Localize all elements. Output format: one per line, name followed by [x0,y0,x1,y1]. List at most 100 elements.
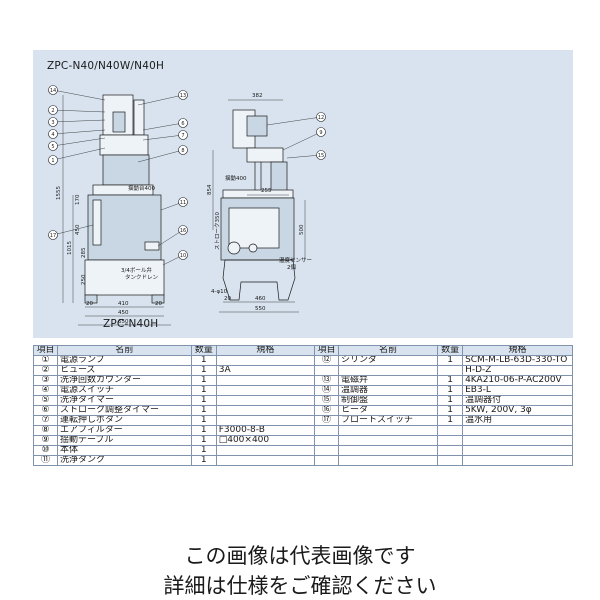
cell-no-r: ⑮ [314,395,339,406]
callout-bubble [316,112,326,122]
cell-no-r: ⑬ [314,375,339,386]
cell-name-r: 温調器 [337,385,439,396]
cell-qty-r [437,455,464,466]
dim-total-height: 1555 [56,186,62,200]
callout-leader [52,147,106,161]
callout-number: 2 [51,108,54,114]
dim-1015: 1015 [67,241,73,255]
cell-name-l: 電源スイッチ [56,385,192,396]
cell-no-r [314,455,339,466]
cell-qty-r: 1 [437,355,464,366]
dim-250: 250 [81,274,87,285]
header-name-left: 名前 [56,345,192,356]
callout-bubble [178,250,188,260]
cell-spec-l: 3A [215,365,316,376]
callout-number: 11 [180,200,186,206]
label-sensor: 温度センサー [279,256,312,264]
cell-no-r: ⑰ [314,415,339,426]
dim-w20b: 20 [155,301,162,307]
cell-qty-l: 1 [190,375,217,386]
callout-bubble [48,117,58,127]
header-qty-right: 数量 [437,345,464,356]
technical-drawing: 1555 1015 450 170 285 250 20 410 20 450 … [48,85,326,326]
cell-no-l: ④ [33,385,58,396]
control-panel-side [246,115,268,137]
callout-bubble [48,129,58,139]
dim-side-460: 460 [255,296,266,302]
cell-spec-l [215,455,316,466]
cell-no-l: ⑪ [33,455,58,466]
cell-no-r [314,365,339,376]
cell-qty-r [437,425,464,436]
callout-number: 15 [318,153,324,159]
cell-spec-l: □400×400 [215,435,316,446]
callout-number: 9 [319,130,322,136]
cell-no-l: ③ [33,375,58,386]
cell-qty-r [437,365,464,376]
cell-qty-r: 1 [437,395,464,406]
dim-side-500: 500 [299,224,305,235]
cell-name-l: 電源ランプ [56,355,192,366]
cell-name-l: 運転押しボタン [56,415,192,426]
dim-side-20: 20 [224,296,231,302]
callout-leader [266,116,322,126]
callout-number: 12 [318,115,324,121]
cell-no-l: ① [33,355,58,366]
cell-qty-r [437,445,464,456]
cell-qty-l: 1 [190,455,217,466]
side-callouts: 12 9 15 [266,112,326,160]
cell-spec-r [462,425,573,436]
header-qty-left: 数量 [190,345,217,356]
callout-leader [142,134,184,141]
cell-name-l: 揺動テーブル [56,435,192,446]
dim-285: 285 [81,247,87,258]
technical-drawing-panel: 1555 1015 450 170 285 250 20 410 20 450 … [33,50,573,338]
callout-number: 14 [50,88,56,94]
cell-name-l: 洗浄回数カウンター [56,375,192,386]
dim-side-255: 255 [261,188,272,194]
dim-w650: 650 [118,319,129,325]
callout-leader [137,149,184,163]
header-name-right: 名前 [337,345,439,356]
callout-bubble [178,225,188,235]
callout-leader [157,229,184,247]
cell-spec-l [215,375,316,386]
cylinder-front [133,99,145,136]
cell-no-l: ⑦ [33,415,58,426]
cell-name-l: 本体 [56,445,192,456]
callout-leader [52,119,106,123]
callout-leader [142,122,184,131]
cell-no-l: ② [33,365,58,376]
cell-name-r [337,435,439,446]
cell-spec-l: F3000-8-B [215,425,316,436]
disclaimer-line-2: 詳細は仕様をご確認ください [163,574,437,598]
callout-number: 10 [180,253,186,259]
header-no-left: 項目 [33,345,58,356]
label-drain: 3/4ボール弁 [121,266,152,274]
cell-no-l: ⑥ [33,405,58,416]
cell-qty-l: 1 [190,365,217,376]
disclaimer-line-1: この画像は代表画像です [184,544,416,568]
callout-number: 7 [181,133,184,139]
cell-spec-r: 4KA210-06-P-AC200V [462,375,573,386]
cell-no-l: ⑩ [33,445,58,456]
cell-qty-l: 1 [190,385,217,396]
cell-spec-l [215,355,316,366]
cell-qty-r: 1 [437,375,464,386]
callout-leader [286,154,322,159]
callout-leader [52,89,106,101]
label-drain2: タンクドレン [125,273,159,281]
dim-side-stroke: ストローク350 [214,212,221,250]
cell-qty-r: 1 [437,405,464,416]
callout-bubble [48,105,58,115]
cell-spec-l [215,395,316,406]
cell-qty-l: 1 [190,405,217,416]
cell-qty-r: 1 [437,385,464,396]
callout-leader [52,129,106,135]
